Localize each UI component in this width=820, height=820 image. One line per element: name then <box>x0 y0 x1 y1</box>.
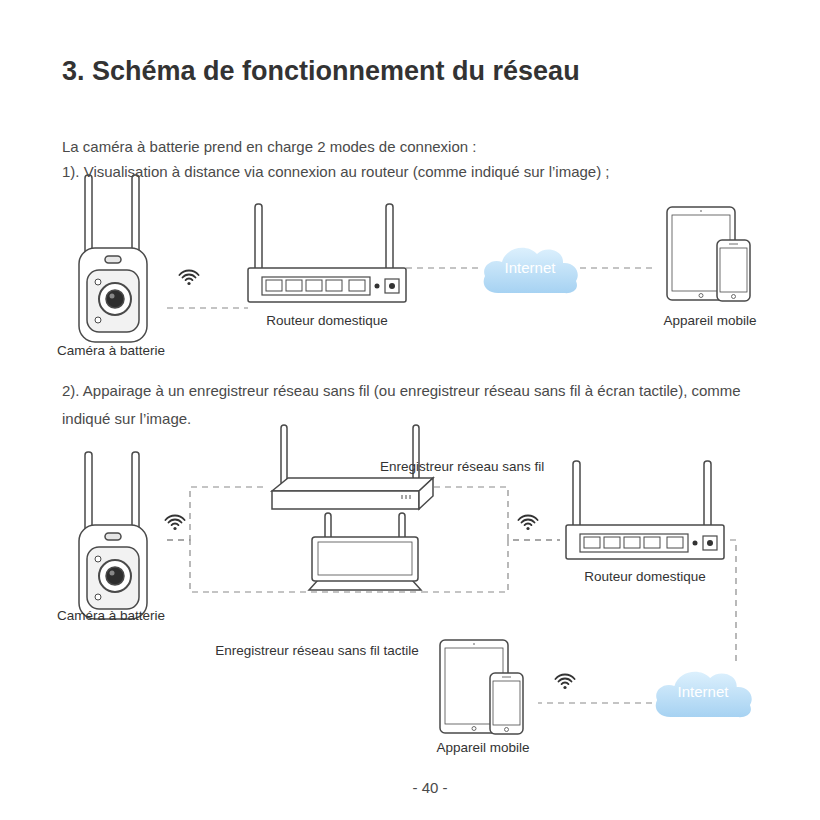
page-number: - 40 - <box>20 778 820 798</box>
touch-nvr-node: Enregistreur réseau sans fil tactile <box>212 520 422 660</box>
network-link <box>422 540 560 592</box>
network-link <box>167 540 212 592</box>
device-label: Appareil mobile <box>663 312 756 330</box>
network-link <box>538 702 652 703</box>
cloud-label: Internet <box>678 683 729 701</box>
router-node: Routeur domestique <box>560 455 730 586</box>
network-link <box>434 487 560 540</box>
mobile-device-node: Appareil mobile <box>655 200 765 330</box>
network-link <box>406 267 480 268</box>
network-link <box>167 487 268 540</box>
wifi-symbol <box>518 515 537 530</box>
router-illustration <box>248 204 406 302</box>
internet-cloud: Internet <box>652 666 754 718</box>
intro-text: La caméra à batterie prend en charge 2 m… <box>62 137 802 157</box>
camera-illustration <box>79 175 147 342</box>
device-label: Enregistreur réseau sans fil <box>380 458 544 476</box>
device-label: Caméra à batterie <box>57 607 165 625</box>
device-label: Routeur domestique <box>584 568 706 586</box>
camera-node: Caméra à batterie <box>55 172 167 360</box>
mode-description: 1). Visualisation à distance via connexi… <box>62 162 802 182</box>
wifi-symbol <box>179 270 198 285</box>
mobile-illustration <box>667 207 750 301</box>
cloud-outline <box>484 248 578 293</box>
device-label: Caméra à batterie <box>57 342 165 360</box>
device-label: Appareil mobile <box>436 739 529 757</box>
nvr-node: Enregistreur réseau sans fil <box>268 422 434 517</box>
device-label: Enregistreur réseau sans fil tactile <box>215 642 418 660</box>
internet-cloud: Internet <box>480 242 580 294</box>
bracket-line <box>212 591 422 592</box>
router-illustration <box>566 461 724 559</box>
mobile-device-node: Appareil mobile <box>428 633 538 757</box>
network-link <box>730 540 736 666</box>
camera-illustration <box>79 452 147 619</box>
router-node: Routeur domestique <box>248 200 406 330</box>
network-link <box>167 307 248 308</box>
camera-node: Caméra à batterie <box>55 447 167 625</box>
cloud-outline <box>656 672 752 717</box>
page-title: 3. Schéma de fonctionnement du réseau <box>62 56 580 87</box>
mobile-illustration <box>440 640 523 734</box>
device-label: Routeur domestique <box>266 312 388 330</box>
wifi-symbol <box>555 674 574 689</box>
network-link <box>580 267 655 268</box>
wifi-symbol <box>165 515 184 530</box>
cloud-label: Internet <box>505 259 556 277</box>
touch-nvr-illustration <box>309 513 421 590</box>
mode-description: 2). Appairage à un enregistreur réseau s… <box>62 377 787 433</box>
